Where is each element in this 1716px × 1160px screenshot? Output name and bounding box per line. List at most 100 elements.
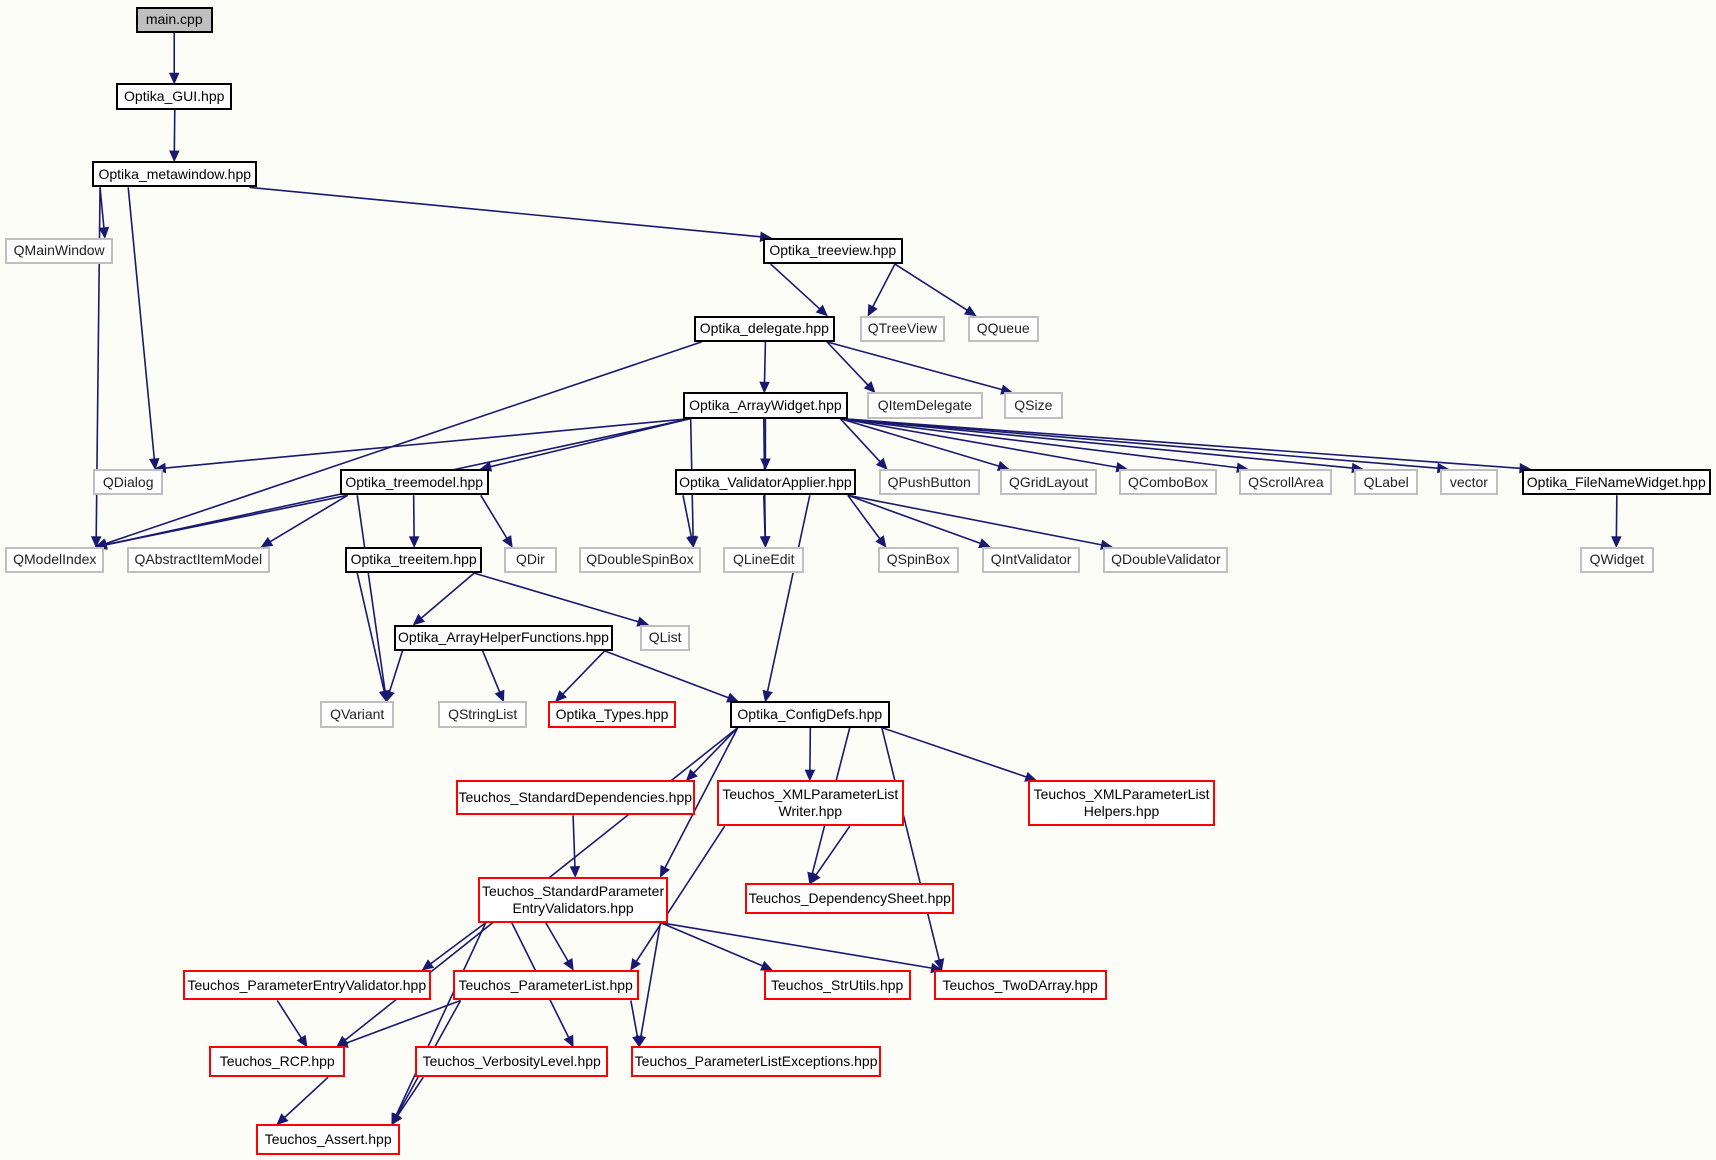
node-qdoublespinbox[interactable]: QDoubleSpinBox xyxy=(578,546,702,574)
node-qwidget[interactable]: QWidget xyxy=(1580,546,1654,574)
node-qsize[interactable]: QSize xyxy=(1003,392,1063,419)
edge-stdvalidators-to-twodarray xyxy=(660,921,932,969)
node-stddeps[interactable]: Teuchos_StandardDependencies.hpp xyxy=(455,780,695,816)
edge-configdefs-to-stddeps xyxy=(693,727,739,774)
node-twodarray[interactable]: Teuchos_TwoDArray.hpp xyxy=(933,969,1107,1001)
edge-treeitem-to-qlist xyxy=(473,572,639,623)
node-qcombobox[interactable]: QComboBox xyxy=(1118,468,1218,496)
node-qdir[interactable]: QDir xyxy=(504,546,557,574)
arrowhead-validatorapplier-to-qdoublespinbox xyxy=(686,535,697,548)
arrowhead-xmlwriter-to-depsheet xyxy=(809,871,821,885)
node-filenamewidget[interactable]: Optika_FileNameWidget.hpp xyxy=(1522,468,1711,496)
arrowhead-gui-to-meta xyxy=(169,150,180,163)
edge-treeitem-to-arrayhelper xyxy=(420,572,475,619)
edge-verbosity-to-assert xyxy=(396,1076,424,1117)
node-qgridlayout[interactable]: QGridLayout xyxy=(1000,468,1097,496)
node-main[interactable]: main.cpp xyxy=(135,6,213,33)
edge-arraywidget-to-qlabel xyxy=(840,417,1353,469)
node-delegate[interactable]: Optika_delegate.hpp xyxy=(693,315,835,342)
node-qvariant[interactable]: QVariant xyxy=(319,701,395,728)
arrowhead-treemodel-to-qabstractitemmodel xyxy=(260,536,274,548)
arrowhead-stdvalidators-to-verbosity xyxy=(563,1034,574,1048)
node-meta[interactable]: Optika_metawindow.hpp xyxy=(92,161,258,188)
edge-validatorapplier-to-configdefs xyxy=(766,495,811,692)
arrowhead-verbosity-to-assert xyxy=(391,1112,403,1126)
arrowhead-configdefs-to-stdvalidators xyxy=(659,864,670,878)
node-validatorapplier[interactable]: Optika_ValidatorApplier.hpp xyxy=(675,468,856,496)
node-xmlhelpers[interactable]: Teuchos_XMLParameterList Helpers.hpp xyxy=(1027,780,1216,827)
edge-arrayhelper-to-qstringlist xyxy=(481,650,501,693)
edge-arrayhelper-to-configdefs xyxy=(604,650,729,699)
edge-delegate-to-qitemdelegate xyxy=(826,341,869,386)
edge-paramlist-to-plexceptions xyxy=(630,1000,639,1037)
node-plexceptions[interactable]: Teuchos_ParameterListExceptions.hpp xyxy=(631,1046,881,1078)
edge-stdvalidators-to-entryvalidator xyxy=(430,922,487,965)
edge-entryvalidator-to-rcp xyxy=(276,1000,303,1039)
edge-delegate-to-qsize xyxy=(826,341,1003,391)
arrowhead-treemodel-to-treeitem xyxy=(408,536,420,549)
node-treeitem[interactable]: Optika_treeitem.hpp xyxy=(345,546,483,574)
node-stdvalidators[interactable]: Teuchos_StandardParameter EntryValidator… xyxy=(477,876,669,923)
edge-arraywidget-to-vector xyxy=(840,417,1438,469)
node-qqueue[interactable]: QQueue xyxy=(967,315,1039,342)
node-qpushbutton[interactable]: QPushButton xyxy=(878,468,980,496)
node-qspinbox[interactable]: QSpinBox xyxy=(877,546,959,574)
arrowhead-validatorapplier-to-qlineedit xyxy=(759,536,771,549)
node-qintvalidator[interactable]: QIntValidator xyxy=(981,546,1081,574)
edge-treemodel-to-qabstractitemmodel xyxy=(269,494,349,543)
node-arraywidget[interactable]: Optika_ArrayWidget.hpp xyxy=(682,392,849,419)
edge-xmlwriter-to-depsheet xyxy=(815,825,851,876)
arrowhead-delegate-to-arraywidget xyxy=(759,381,770,394)
arrowhead-configdefs-to-twodarray xyxy=(933,958,945,971)
node-qitemdelegate[interactable]: QItemDelegate xyxy=(866,392,983,419)
edge-treemodel-to-qvariant xyxy=(356,495,386,692)
node-paramlist[interactable]: Teuchos_ParameterList.hpp xyxy=(452,969,639,1001)
node-strutils[interactable]: Teuchos_StrUtils.hpp xyxy=(763,969,911,1001)
node-treeview[interactable]: Optika_treeview.hpp xyxy=(762,237,903,265)
node-assert[interactable]: Teuchos_Assert.hpp xyxy=(256,1124,400,1155)
node-qdoublevalidator[interactable]: QDoubleValidator xyxy=(1103,546,1229,574)
node-rcp[interactable]: Teuchos_RCP.hpp xyxy=(209,1046,346,1078)
node-qscrollarea[interactable]: QScrollArea xyxy=(1239,468,1333,496)
node-treemodel[interactable]: Optika_treemodel.hpp xyxy=(339,468,489,496)
edge-validatorapplier-to-qlineedit xyxy=(762,495,766,537)
node-arrayhelper[interactable]: Optika_ArrayHelperFunctions.hpp xyxy=(394,624,613,651)
arrowhead-meta-to-qmainwindow xyxy=(98,226,110,239)
node-qlabel[interactable]: QLabel xyxy=(1354,468,1418,496)
edge-stdvalidators-to-plexceptions xyxy=(640,922,662,1037)
edge-configdefs-to-stdvalidators xyxy=(664,727,739,869)
node-qmainwindow[interactable]: QMainWindow xyxy=(5,237,113,265)
node-vector[interactable]: vector xyxy=(1439,468,1498,496)
node-gui[interactable]: Optika_GUI.hpp xyxy=(116,83,233,110)
edge-delegate-to-arraywidget xyxy=(763,341,767,383)
arrowhead-treeview-to-delegate xyxy=(815,304,828,317)
node-configdefs[interactable]: Optika_ConfigDefs.hpp xyxy=(729,701,890,728)
node-entryvalidator[interactable]: Teuchos_ParameterEntryValidator.hpp xyxy=(182,969,431,1001)
node-qtreeview[interactable]: QTreeView xyxy=(860,315,945,342)
arrowhead-xmlwriter-to-paramlist xyxy=(630,958,642,971)
edge-arraywidget-to-qcombobox xyxy=(839,417,1118,469)
node-qlineedit[interactable]: QLineEdit xyxy=(723,546,805,574)
edge-validatorapplier-to-qdoublevalidator xyxy=(847,494,1102,546)
node-xmlwriter[interactable]: Teuchos_XMLParameterList Writer.hpp xyxy=(716,780,905,827)
node-qmodelindex[interactable]: QModelIndex xyxy=(5,546,105,574)
node-verbosity[interactable]: Teuchos_VerbosityLevel.hpp xyxy=(415,1046,609,1078)
node-qdialog[interactable]: QDialog xyxy=(93,468,164,496)
edge-arraywidget-to-qscrollarea xyxy=(840,417,1238,469)
edge-configdefs-to-twodarray xyxy=(881,727,940,961)
arrowhead-main-to-gui xyxy=(168,72,180,85)
node-depsheet[interactable]: Teuchos_DependencySheet.hpp xyxy=(745,883,955,914)
node-qlist[interactable]: QList xyxy=(639,624,691,651)
edge-stdvalidators-to-paramlist xyxy=(545,922,569,962)
arrowhead-arrayhelper-to-types xyxy=(555,690,567,703)
edge-treeitem-to-qvariant xyxy=(356,572,386,692)
arrowhead-treeview-to-qtreeview xyxy=(867,303,878,317)
edge-stddeps-to-stdvalidators xyxy=(572,815,576,867)
edge-arraywidget-to-qdialog xyxy=(165,417,691,469)
node-qstringlist[interactable]: QStringList xyxy=(438,701,528,728)
node-types[interactable]: Optika_Types.hpp xyxy=(547,701,677,728)
edge-xmlwriter-to-paramlist xyxy=(635,825,726,962)
node-qabstractitemmodel[interactable]: QAbstractItemModel xyxy=(127,546,270,574)
arrowhead-arraywidget-to-qpushbutton xyxy=(875,457,888,470)
